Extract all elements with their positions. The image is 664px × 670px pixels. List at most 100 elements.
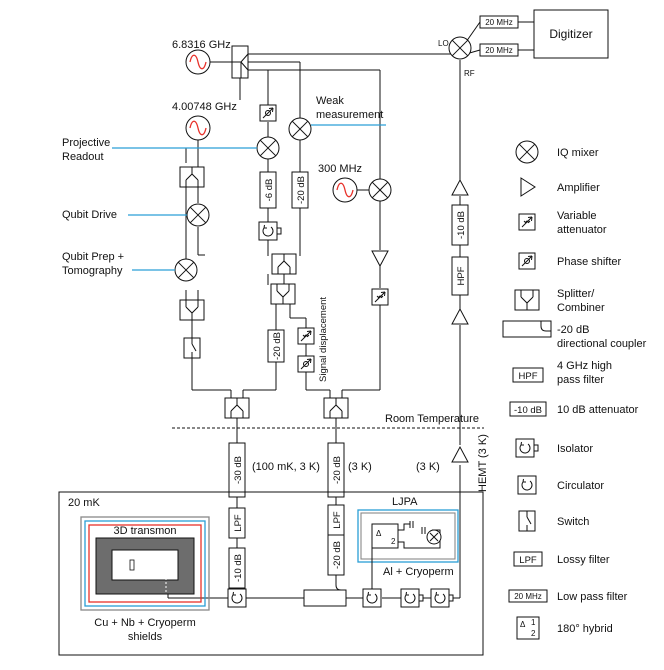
ljpa-shield-label: Al + Cryoperm bbox=[383, 566, 454, 578]
disp-source: 300 MHz bbox=[318, 163, 362, 203]
weak-measurement-label: Weak measurement bbox=[311, 95, 386, 126]
svg-text:Weak: Weak bbox=[316, 95, 344, 107]
qubit-splitter-icon bbox=[179, 166, 205, 188]
att-10db-rt: -10 dB bbox=[451, 204, 469, 246]
legend-low-pass-icon: 20 MHz bbox=[508, 589, 548, 603]
svg-text:Projective: Projective bbox=[62, 137, 110, 149]
disp-var-att-2-icon bbox=[371, 288, 389, 306]
signal-displacement-label: Signal displacement bbox=[318, 297, 329, 382]
att-10db-cold: -10 dB bbox=[228, 547, 246, 589]
legend-amplifier-label: Amplifier bbox=[557, 182, 600, 194]
svg-text:LPF: LPF bbox=[519, 555, 537, 566]
hemt-label: HEMT (3 K) bbox=[477, 434, 489, 492]
legend-amplifier-icon bbox=[520, 177, 536, 197]
svg-text:Digitizer: Digitizer bbox=[549, 27, 592, 41]
legend-isolator-icon bbox=[515, 438, 539, 458]
shields-label-2: shields bbox=[128, 631, 163, 643]
legend-splitter-icon bbox=[514, 289, 540, 311]
room-temperature-label: Room Temperature bbox=[385, 413, 479, 425]
svg-text:-20 dB: -20 dB bbox=[272, 332, 283, 360]
att-20db-readout: -20 dB bbox=[267, 329, 285, 363]
svg-text:LPF: LPF bbox=[332, 511, 343, 529]
rf-port-label: RF bbox=[464, 69, 475, 78]
legend-hybrid-label: 180° hybrid bbox=[557, 623, 613, 635]
svg-text:LPF: LPF bbox=[233, 514, 244, 532]
rt-combiner-left-icon bbox=[224, 397, 250, 419]
att-6db: -6 dB bbox=[259, 171, 277, 209]
qubit-prep-label: Qubit Prep + Tomography bbox=[62, 251, 175, 277]
stage-20mk-box bbox=[58, 491, 484, 656]
svg-text:20 MHz: 20 MHz bbox=[485, 18, 513, 27]
lpf-right: LPF bbox=[327, 504, 345, 536]
shields-label-1: Cu + Nb + Cryoperm bbox=[94, 617, 195, 629]
legend-lpf-label: Lossy filter bbox=[557, 554, 610, 566]
switch-icon bbox=[183, 337, 201, 359]
lo-source: 6.8316 GHz bbox=[172, 39, 231, 75]
demod-mixer-icon bbox=[448, 36, 472, 60]
ljpa-circulator-icon bbox=[362, 588, 382, 608]
svg-text:2: 2 bbox=[531, 629, 536, 638]
qubit-source: 4.00748 GHz bbox=[172, 101, 237, 141]
lpf-20mhz-bottom: 20 MHz bbox=[479, 43, 519, 57]
svg-text:Readout: Readout bbox=[62, 151, 104, 163]
att-20db-weak: -20 dB bbox=[291, 171, 309, 209]
legend-lpf-icon: LPF bbox=[513, 551, 543, 567]
lo-splitter bbox=[231, 45, 249, 79]
qubit-prep-mixer-icon bbox=[174, 258, 198, 282]
stage-3k-label-b: (3 K) bbox=[416, 461, 440, 473]
isolator-2-icon bbox=[430, 588, 454, 608]
legend-isolator-label: Isolator bbox=[557, 443, 593, 455]
svg-text:Qubit Drive: Qubit Drive bbox=[62, 209, 117, 221]
disp-amp-icon bbox=[371, 250, 389, 267]
legend-mixer-icon bbox=[515, 140, 539, 164]
readout-isolator-icon bbox=[258, 221, 282, 241]
legend-coupler-label-1: -20 dB bbox=[557, 324, 589, 336]
legend-phase-label: Phase shifter bbox=[557, 256, 622, 268]
phase-shifter-icon bbox=[259, 104, 277, 122]
readout-splitter-icon bbox=[270, 283, 296, 305]
hemt-amp-icon bbox=[451, 446, 469, 463]
stage-20mk-label: 20 mK bbox=[68, 497, 100, 509]
legend-mixer-label: IQ mixer bbox=[557, 147, 599, 159]
legend-var-att-label-1: Variable bbox=[557, 210, 597, 222]
rt-amp-1-icon bbox=[451, 308, 469, 325]
qubit-drive-label: Qubit Drive bbox=[62, 209, 187, 221]
stage-3k-label-a: (3 K) bbox=[348, 461, 372, 473]
legend-hpf-icon: HPF bbox=[512, 367, 544, 383]
projective-label: Projective Readout bbox=[62, 137, 257, 163]
disp-var-att-1-icon bbox=[297, 327, 315, 345]
ljpa-port-2: 2 bbox=[391, 537, 396, 546]
hpf-box: HPF bbox=[451, 256, 469, 296]
svg-text:20 MHz: 20 MHz bbox=[485, 46, 513, 55]
ljpa: Δ 2 LJPA Al + Cryoperm bbox=[357, 496, 459, 578]
legend-splitter-label-2: Combiner bbox=[557, 302, 605, 314]
readout-combiner-icon bbox=[271, 253, 297, 275]
svg-text:-6 dB: -6 dB bbox=[264, 179, 275, 202]
legend-var-att-icon bbox=[518, 213, 536, 231]
qubit-freq-label: 4.00748 GHz bbox=[172, 101, 237, 113]
disp-phase-icon bbox=[297, 355, 315, 373]
legend-hpf-label-2: pass filter bbox=[557, 374, 604, 386]
legend-hybrid-icon: Δ 1 2 bbox=[516, 616, 540, 640]
qubit-drive-mixer-icon bbox=[186, 203, 210, 227]
legend: IQ mixer Amplifier Variable attenuator P… bbox=[502, 140, 647, 640]
legend-phase-icon bbox=[518, 252, 536, 270]
svg-text:20 MHz: 20 MHz bbox=[514, 592, 542, 601]
weak-mixer-icon bbox=[288, 117, 312, 141]
svg-text:-20 dB: -20 dB bbox=[332, 541, 343, 569]
rt-combiner-right-icon bbox=[323, 397, 349, 419]
lpf-20mhz-top: 20 MHz bbox=[479, 15, 519, 29]
disp-freq-label: 300 MHz bbox=[318, 163, 362, 175]
legend-coupler-label-2: directional coupler bbox=[557, 338, 647, 350]
isolator-1-icon bbox=[400, 588, 424, 608]
transmon-shields: 3D transmon Cu + Nb + Cryoperm shields bbox=[80, 516, 210, 643]
legend-switch-label: Switch bbox=[557, 516, 589, 528]
att-30db: -30 dB bbox=[228, 442, 246, 498]
svg-text:measurement: measurement bbox=[316, 109, 383, 121]
stage-100mk-label: (100 mK, 3 K) bbox=[252, 461, 320, 473]
att-20db-cold: -20 dB bbox=[327, 442, 345, 498]
legend-att-icon: -10 dB bbox=[509, 401, 547, 417]
legend-splitter-label-1: Splitter/ bbox=[557, 288, 595, 300]
svg-text:Δ: Δ bbox=[520, 620, 526, 629]
